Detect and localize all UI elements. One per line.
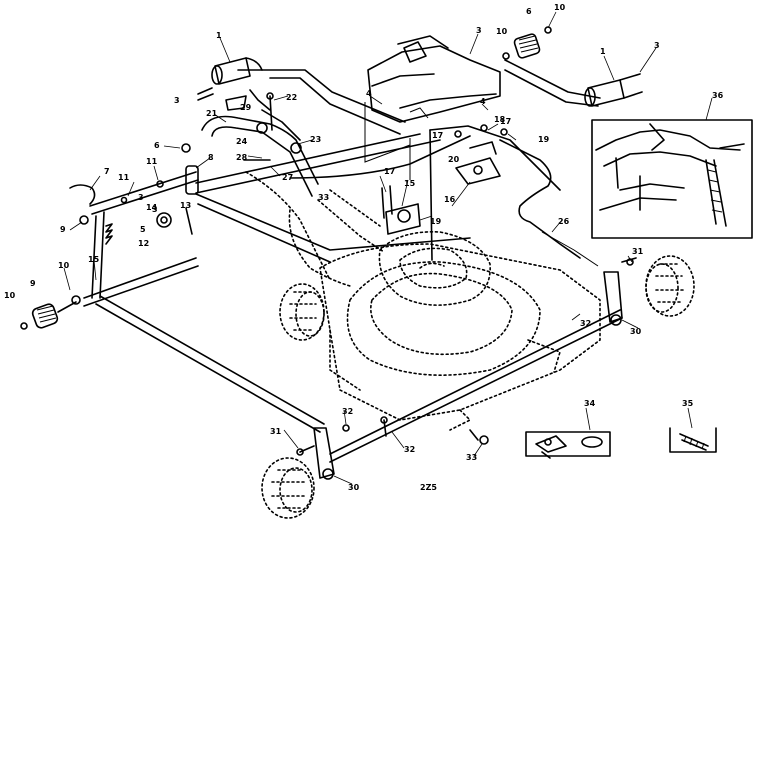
callout-19: 19 bbox=[430, 217, 442, 226]
callout-33: 33 bbox=[318, 193, 329, 202]
callout-10: 10 bbox=[58, 261, 70, 270]
callout-labels: 1 1 3 3 3 3 3 4 4 5 6 6 7 8 9 9 10 10 10… bbox=[4, 3, 724, 492]
height-adjuster-front bbox=[296, 416, 489, 480]
part-34-box bbox=[525, 431, 611, 459]
callout-29: 29 bbox=[240, 103, 252, 112]
callout-28: 28 bbox=[236, 153, 248, 162]
callout-32: 32 bbox=[404, 445, 415, 454]
callout-32: 32 bbox=[342, 407, 353, 416]
callout-16: 16 bbox=[444, 195, 456, 204]
callout-15: 15 bbox=[88, 255, 100, 264]
leader-lines bbox=[63, 11, 713, 485]
right-grip-part bbox=[584, 73, 643, 107]
callout-30: 30 bbox=[348, 483, 360, 492]
callout-26: 26 bbox=[558, 217, 570, 226]
callout-9: 9 bbox=[30, 279, 36, 288]
callout-17: 17 bbox=[432, 131, 443, 140]
callout-30: 30 bbox=[630, 327, 642, 336]
control-cable bbox=[289, 125, 599, 267]
height-adjuster-rear bbox=[603, 257, 637, 326]
callout-7: 7 bbox=[104, 167, 110, 176]
callout-11: 11 bbox=[146, 157, 158, 166]
bracket-part-16 bbox=[454, 124, 508, 185]
callout-8: 8 bbox=[208, 153, 214, 162]
handle-knob-left bbox=[20, 303, 59, 330]
callout-15: 15 bbox=[404, 179, 416, 188]
rear-right-wheel bbox=[645, 255, 695, 317]
callout-12: 12 bbox=[138, 239, 149, 248]
callout-4: 4 bbox=[480, 97, 486, 106]
mower-deck bbox=[245, 171, 601, 431]
callout-9: 9 bbox=[60, 225, 66, 234]
callout-36: 36 bbox=[712, 91, 724, 100]
control-lever-assembly bbox=[201, 89, 319, 197]
callout-22: 22 bbox=[286, 93, 297, 102]
callout-21: 21 bbox=[206, 109, 218, 118]
callout-17: 17 bbox=[500, 117, 511, 126]
callout-24: 24 bbox=[236, 137, 248, 146]
front-wheel-bottom bbox=[261, 457, 315, 519]
callout-5: 5 bbox=[140, 225, 146, 234]
callout-35: 35 bbox=[682, 399, 694, 408]
callout-3: 3 bbox=[152, 205, 158, 214]
callout-6: 6 bbox=[526, 7, 532, 16]
left-grip-part bbox=[197, 57, 263, 101]
callout-11: 11 bbox=[118, 173, 130, 182]
callout-3: 3 bbox=[138, 193, 144, 202]
inset-detail-box bbox=[591, 119, 753, 239]
callout-10: 10 bbox=[496, 27, 508, 36]
callout-10: 10 bbox=[4, 291, 16, 300]
callout-27: 27 bbox=[282, 173, 293, 182]
callout-31: 31 bbox=[632, 247, 644, 256]
top-cover-part bbox=[367, 35, 501, 123]
callout-4: 4 bbox=[366, 89, 372, 98]
callout-14: 14 bbox=[146, 203, 158, 212]
callout-31: 31 bbox=[270, 427, 282, 436]
callout-10: 10 bbox=[554, 3, 566, 12]
part-35-box bbox=[669, 427, 717, 453]
front-left-wheel bbox=[279, 283, 325, 341]
callout-33: 33 bbox=[466, 453, 477, 462]
bracket-part-15 bbox=[381, 185, 421, 235]
callout-19: 19 bbox=[538, 135, 550, 144]
callout-1: 1 bbox=[216, 31, 222, 40]
handle-knob-right bbox=[502, 26, 552, 60]
front-axle-assembly bbox=[20, 143, 199, 330]
callout-32: 32 bbox=[580, 319, 591, 328]
callout-17: 17 bbox=[384, 167, 395, 176]
callout-3: 3 bbox=[174, 96, 180, 105]
callout-20: 20 bbox=[448, 155, 460, 164]
callout-23: 23 bbox=[310, 135, 321, 144]
callout-13: 13 bbox=[180, 201, 191, 210]
callout-3: 3 bbox=[476, 26, 482, 35]
callout-34: 34 bbox=[584, 399, 596, 408]
callout-1: 1 bbox=[600, 47, 606, 56]
reference-code: 2Z5 bbox=[420, 483, 437, 492]
callout-3: 3 bbox=[654, 41, 660, 50]
callout-18: 18 bbox=[494, 115, 506, 124]
callout-6: 6 bbox=[154, 141, 160, 150]
left-rod bbox=[95, 303, 321, 433]
handle-assembly bbox=[195, 26, 643, 194]
